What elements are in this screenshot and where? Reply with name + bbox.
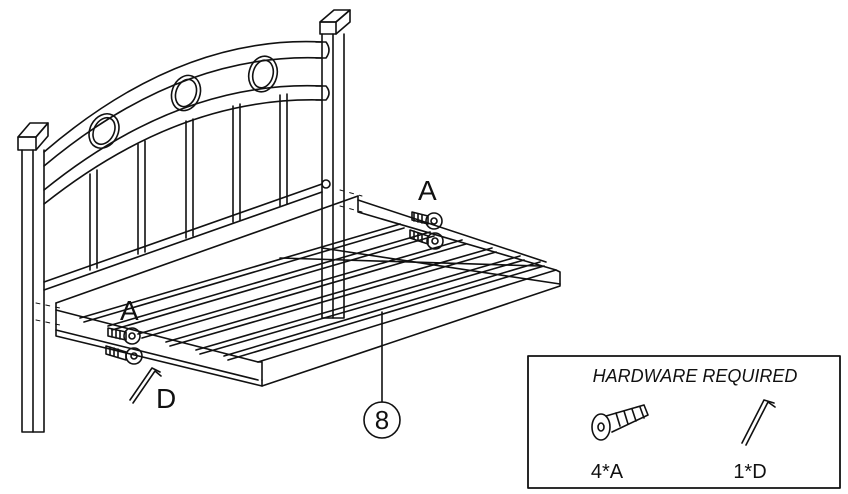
bolt-icon: [591, 404, 649, 441]
alignment-guides: [35, 189, 363, 326]
frame-side-rails: [55, 195, 561, 387]
headboard-rings: [88, 55, 279, 149]
right-bed-post: [319, 9, 351, 319]
allen-key-tool: [129, 367, 162, 404]
frame-slats: [79, 223, 561, 361]
hardware-box: [527, 355, 841, 489]
bolts-right: [409, 211, 444, 250]
callout-letter-d: D: [156, 383, 176, 414]
allen-key-icon: [741, 399, 776, 446]
headboard-lower-rail: [43, 179, 331, 291]
hardware-qty-bolt: 4*A: [591, 461, 624, 483]
left-bed-post: [17, 122, 49, 433]
hardware-box-title: HARDWARE REQUIRED: [593, 366, 798, 386]
callout-letter-a-right: A: [418, 175, 437, 206]
headboard-spindles: [89, 93, 288, 271]
callout-letter-a-left: A: [120, 295, 139, 326]
part-number-8: 8: [375, 405, 389, 435]
headboard-top-rail: [43, 40, 330, 205]
part-8-leader: [363, 311, 401, 439]
bolts-left: [105, 327, 143, 365]
hardware-qty-allen-key: 1*D: [733, 461, 766, 483]
